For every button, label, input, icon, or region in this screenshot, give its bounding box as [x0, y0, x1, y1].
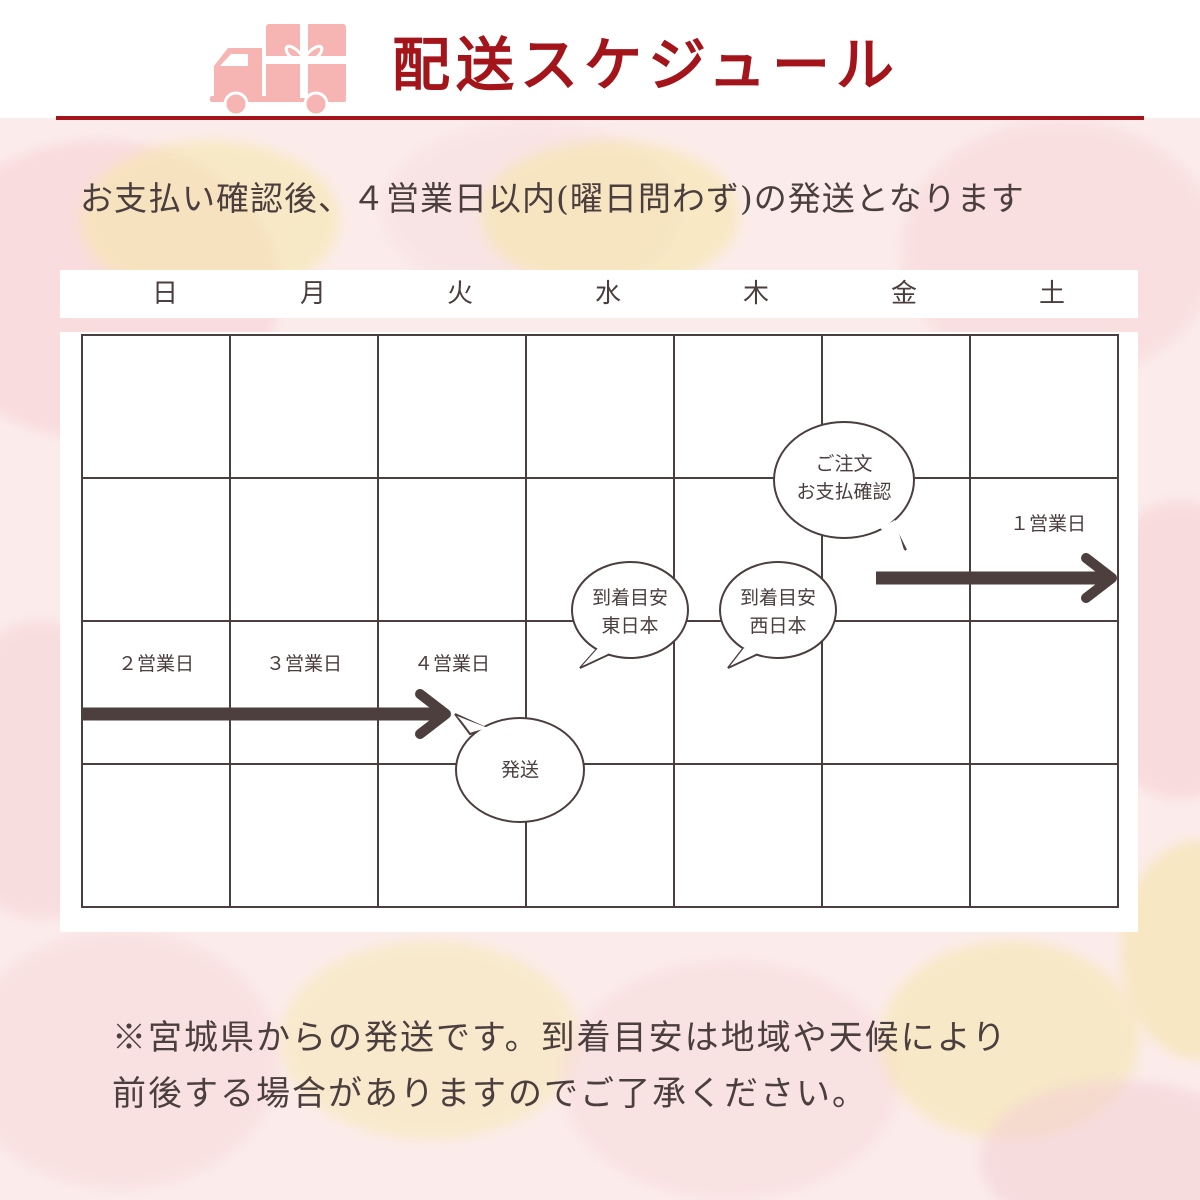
shipping-policy-text: お支払い確認後、４営業日以内(曜日問わず)の発送となります [80, 179, 1025, 218]
header-bar [0, 0, 1200, 118]
weekday-sat: 土 [1038, 279, 1065, 309]
shipping-note-line-2: 前後する場合がありますのでご了承ください。 [112, 1074, 868, 1114]
weekday-mon: 月 [299, 279, 326, 309]
business-day-3-label: ３営業日 [265, 653, 342, 675]
business-day-1-label: １営業日 [1009, 513, 1086, 535]
business-day-2-label: ２営業日 [117, 653, 194, 675]
east-arrival-bubble [571, 561, 689, 669]
page-title: 配送スケジュール [392, 31, 900, 99]
header-divider [56, 116, 1144, 120]
shipping-note: ※宮城県からの発送です。到着目安は地域や天候により 前後する場合がありますのでご… [112, 1010, 1112, 1122]
east-arrival-text: 到着目安 東日本 [591, 587, 668, 637]
west-arrival-bubble [719, 561, 837, 669]
weekday-header: 日 月 火 水 木 金 土 [60, 270, 1138, 318]
arrow-to-tuesday [82, 689, 451, 739]
weekday-tue: 火 [446, 279, 473, 309]
order-bubble [773, 421, 915, 551]
ship-bubble-text: 発送 [500, 759, 539, 781]
business-day-4-label: ４営業日 [413, 653, 490, 675]
arrow-to-saturday [876, 553, 1117, 603]
west-arrival-text: 到着目安 西日本 [739, 587, 816, 637]
weekday-wed: 水 [594, 279, 621, 309]
weekday-sun: 日 [151, 279, 178, 309]
order-bubble-text: ご注文 お支払確認 [796, 453, 892, 503]
weekday-fri: 金 [890, 279, 917, 309]
delivery-truck-icon [210, 24, 346, 116]
weekday-thu: 木 [742, 279, 769, 309]
shipping-note-line-1: ※宮城県からの発送です。到着目安は地域や天候により [112, 1018, 1008, 1058]
ship-bubble [454, 713, 585, 823]
